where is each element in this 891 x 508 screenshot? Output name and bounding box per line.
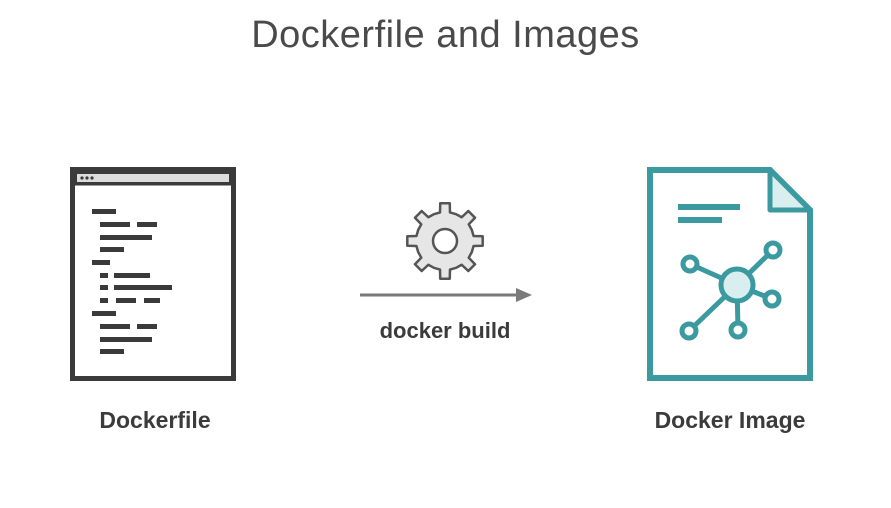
arrow-right-icon: [360, 288, 532, 302]
dockerfile-label: Dockerfile: [99, 407, 211, 433]
code-window-icon: [70, 167, 236, 381]
code-lines: [92, 209, 172, 354]
docker-build-label: docker build: [379, 318, 511, 343]
docker-image-label: Docker Image: [654, 407, 806, 433]
page-title: Dockerfile and Images: [251, 14, 640, 56]
network-document-icon: [647, 167, 813, 381]
gear-icon: [406, 202, 484, 280]
